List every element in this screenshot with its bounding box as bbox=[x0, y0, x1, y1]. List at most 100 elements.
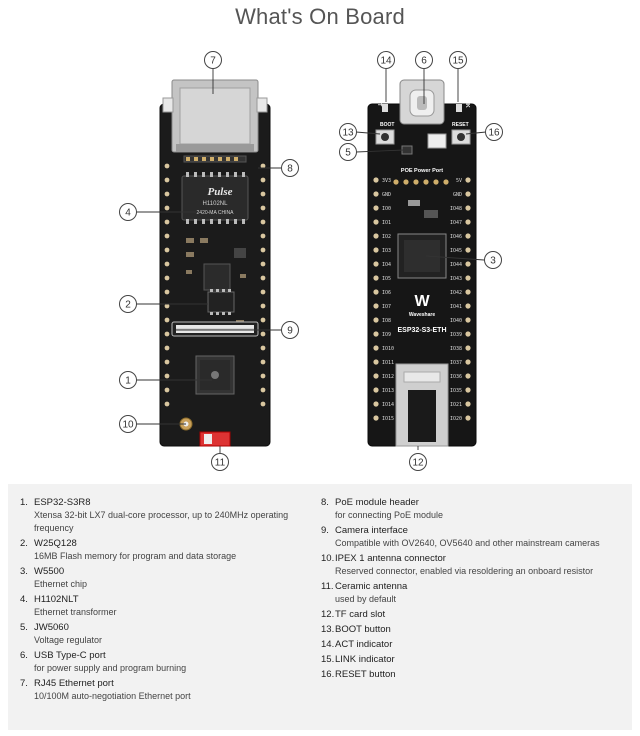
svg-text:4: 4 bbox=[125, 208, 131, 219]
svg-text:7: 7 bbox=[210, 56, 216, 67]
callout-11: 11 bbox=[211, 453, 229, 471]
svg-text:5: 5 bbox=[345, 148, 351, 159]
callout-14: 14 bbox=[377, 51, 395, 69]
transformer-code: 2420-MA CHINA bbox=[197, 210, 235, 216]
svg-text:13: 13 bbox=[342, 128, 354, 139]
legend-item: 11.Ceramic antenna used by default bbox=[321, 580, 622, 606]
tf-card-slot bbox=[395, 363, 449, 447]
svg-text:3: 3 bbox=[490, 256, 496, 267]
pin-label-right: IO42 bbox=[450, 290, 462, 296]
board-diagram: Pulse H1102NL 2420-MA CHINA bbox=[119, 51, 503, 471]
legend-item-name: LINK indicator bbox=[335, 654, 395, 665]
callout-1: 1 bbox=[119, 371, 137, 389]
act-led bbox=[382, 104, 388, 112]
legend-item-name: ACT indicator bbox=[335, 639, 393, 650]
legend-column-right: 8.PoE module header for connecting PoE m… bbox=[321, 496, 622, 730]
transformer-brand: Pulse bbox=[207, 186, 232, 198]
svg-text:1: 1 bbox=[125, 376, 131, 387]
callout-7: 7 bbox=[204, 51, 222, 69]
usb-c-port bbox=[399, 79, 445, 125]
legend-item-name: W25Q128 bbox=[34, 538, 77, 549]
legend-item-desc: for power supply and program burning bbox=[34, 663, 187, 673]
right-board-pads-left bbox=[373, 177, 379, 421]
eth-chip-bottom bbox=[203, 263, 231, 291]
pin-label-right: IO35 bbox=[450, 388, 462, 394]
poe-power-label: POE Power Port bbox=[401, 168, 443, 174]
svg-text:11: 11 bbox=[215, 458, 226, 469]
pin-label-left: IO2 bbox=[382, 234, 391, 240]
legend-item: 2.W25Q128 16MB Flash memory for program … bbox=[20, 537, 321, 563]
callout-9: 9 bbox=[281, 321, 299, 339]
waveshare-logo: W bbox=[414, 293, 430, 310]
camera-connector bbox=[171, 321, 259, 337]
svg-text:16: 16 bbox=[488, 128, 500, 139]
pin-label-right: IO36 bbox=[450, 374, 462, 380]
pin-label-left: IO14 bbox=[382, 402, 394, 408]
transformer-model: H1102NL bbox=[203, 201, 229, 207]
svg-text:12: 12 bbox=[412, 458, 424, 469]
pin-label-left: IO9 bbox=[382, 332, 391, 338]
callout-13: 13 bbox=[339, 123, 357, 141]
pin-label-left: IO11 bbox=[382, 360, 394, 366]
legend-item-desc: Reserved connector, enabled via resolder… bbox=[335, 566, 594, 576]
legend-item: 5.JW5060 Voltage regulator bbox=[20, 621, 321, 647]
legend-item-desc: Compatible with OV2640, OV5640 and other… bbox=[335, 538, 600, 548]
pin-label-left: IO10 bbox=[382, 346, 394, 352]
pin-label-left: IO15 bbox=[382, 416, 394, 422]
svg-text:6: 6 bbox=[421, 56, 427, 67]
pin-label-right: IO40 bbox=[450, 318, 462, 324]
pin-label-right: IO38 bbox=[450, 346, 462, 352]
legend-item-name: RJ45 Ethernet port bbox=[34, 678, 114, 689]
pin-label-left: IO13 bbox=[382, 388, 394, 394]
callout-3: 3 bbox=[484, 251, 502, 269]
poe-header bbox=[183, 155, 247, 163]
pin-label-right: IO41 bbox=[450, 304, 462, 310]
legend-item-name: Camera interface bbox=[335, 525, 408, 536]
legend-item: 9.Camera interface Compatible with OV264… bbox=[321, 524, 622, 550]
callout-16: 16 bbox=[485, 123, 503, 141]
pin-label-right: 5V bbox=[456, 178, 462, 184]
pin-label-left: IO0 bbox=[382, 206, 391, 212]
pin-label-right: IO20 bbox=[450, 416, 462, 422]
poe-pads bbox=[393, 179, 449, 185]
legend-item-name: PoE module header bbox=[335, 497, 419, 508]
left-board: Pulse H1102NL 2420-MA CHINA bbox=[159, 79, 271, 447]
callout-12: 12 bbox=[409, 453, 427, 471]
legend-item-name: JW5060 bbox=[34, 622, 69, 633]
svg-text:15: 15 bbox=[452, 56, 464, 67]
legend-item-name: RESET button bbox=[335, 669, 396, 680]
esp32-chip bbox=[195, 355, 235, 395]
pin-labels-right: 5V GND IO48 IO47 IO46 IO45 IO44 IO43 IO4… bbox=[450, 178, 462, 422]
pin-label-left: IO12 bbox=[382, 374, 394, 380]
component-legend: 1.ESP32-S3R8 Xtensa 32-bit LX7 dual-core… bbox=[8, 484, 632, 730]
boot-label: BOOT bbox=[380, 122, 394, 128]
pin-labels-left: 3V3 GND IO0 IO1 IO2 IO3 IO4 IO5 IO6 IO7 … bbox=[382, 178, 394, 422]
legend-item: 13.BOOT button bbox=[321, 624, 391, 635]
pin-label-right: IO47 bbox=[450, 220, 462, 226]
svg-text:14: 14 bbox=[380, 56, 392, 67]
pin-label-right: IO39 bbox=[450, 332, 462, 338]
legend-item-name: TF card slot bbox=[335, 609, 386, 620]
legend-item-desc: Ethernet transformer bbox=[34, 607, 117, 617]
callout-10: 10 bbox=[119, 415, 137, 433]
page-title: What's On Board bbox=[235, 4, 405, 29]
leader-lines bbox=[136, 68, 487, 454]
pin-label-left: IO5 bbox=[382, 276, 391, 282]
pin-label-right: IO46 bbox=[450, 234, 462, 240]
legend-item-desc: 16MB Flash memory for program and data s… bbox=[34, 551, 237, 561]
pin-label-left: 3V3 bbox=[382, 178, 391, 184]
left-board-pads-left bbox=[164, 163, 170, 407]
legend-item: 16.RESET button bbox=[321, 669, 396, 680]
link-label: LINK bbox=[464, 96, 470, 108]
right-board-pads-right bbox=[465, 177, 471, 421]
pin-label-left: IO3 bbox=[382, 248, 391, 254]
svg-text:8: 8 bbox=[287, 164, 293, 175]
pin-label-right: IO45 bbox=[450, 248, 462, 254]
legend-item: 4.H1102NLT Ethernet transformer bbox=[20, 593, 321, 619]
legend-item-desc: Ethernet chip bbox=[34, 579, 88, 589]
legend-item-name: IPEX 1 antenna connector bbox=[335, 553, 446, 564]
pin-label-left: GND bbox=[382, 192, 391, 198]
legend-item: 6.USB Type-C port for power supply and p… bbox=[20, 649, 321, 675]
legend-item-name: H1102NLT bbox=[34, 594, 79, 605]
svg-text:9: 9 bbox=[287, 326, 293, 337]
